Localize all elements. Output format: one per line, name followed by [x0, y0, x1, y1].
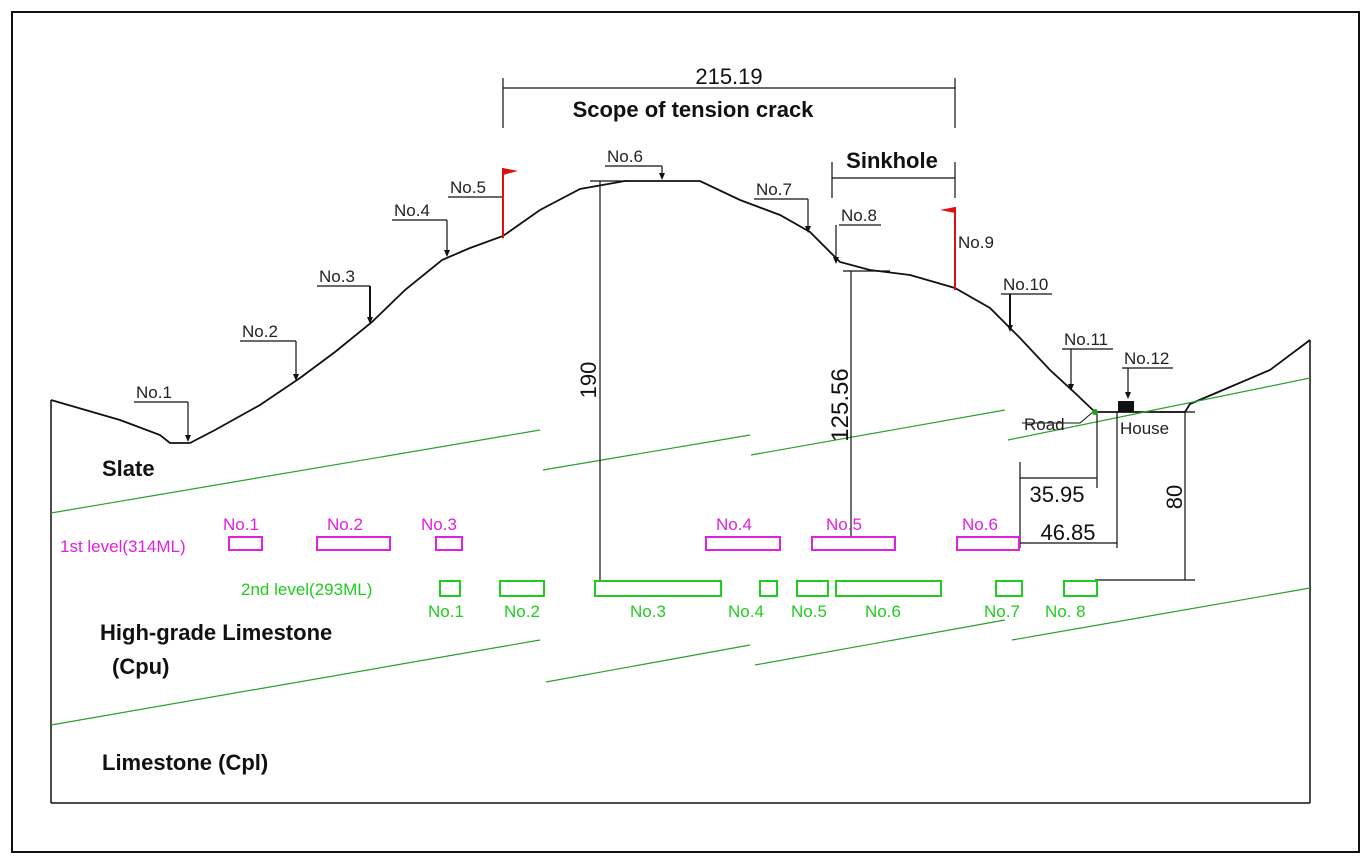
station-label: No.4 — [394, 201, 430, 220]
station-label: No.9 — [958, 233, 994, 252]
station-9: No.9 — [955, 233, 994, 253]
sinkhole-label: Sinkhole — [846, 148, 938, 173]
station-3: No.3 — [317, 267, 373, 324]
geology-slate: Slate — [102, 456, 155, 481]
second-level-opening: No.4 — [728, 580, 778, 621]
second-level-opening-label: No.2 — [504, 602, 540, 621]
station-8: No.8 — [833, 206, 881, 264]
second-level-opening-label: No.6 — [865, 602, 901, 621]
first-level-openings: No.1 No.2 No.3 No.4 No.5 No.6 — [223, 515, 1020, 551]
first-level-opening-label: No.6 — [962, 515, 998, 534]
station-5: No.5 — [448, 178, 503, 198]
dim-190-value: 190 — [576, 362, 601, 399]
first-level-opening: No.5 — [811, 515, 896, 551]
first-level-opening-label: No.4 — [716, 515, 752, 534]
dim-125-value: 125.56 — [827, 368, 854, 441]
first-level-opening-label: No.5 — [826, 515, 862, 534]
flag-no9 — [940, 207, 956, 290]
second-level-opening-label: No.3 — [630, 602, 666, 621]
second-level-opening: No.2 — [499, 580, 545, 621]
dim-horizontal — [1019, 412, 1118, 548]
tension-crack-dimension — [502, 78, 956, 128]
second-level-opening-label: No.4 — [728, 602, 764, 621]
second-level-opening: No. 8 — [1045, 580, 1098, 621]
station-label: No.3 — [319, 267, 355, 286]
station-label: No.8 — [841, 206, 877, 225]
station-12: No.12 — [1122, 349, 1173, 399]
outer-frame — [11, 11, 1360, 853]
flag-no5 — [502, 168, 518, 238]
station-2: No.2 — [240, 322, 299, 381]
dim-190 — [590, 180, 630, 580]
second-level-opening: No.6 — [835, 580, 942, 621]
house-label: House — [1120, 419, 1169, 438]
station-label: No.2 — [242, 322, 278, 341]
bedding-lines — [50, 377, 1311, 726]
geology-high-grade-code: (Cpu) — [112, 654, 169, 679]
first-level-opening: No.4 — [705, 515, 781, 551]
geology-high-grade: High-grade Limestone — [100, 620, 332, 645]
station-4: No.4 — [392, 201, 450, 257]
second-level-openings: No.1 No.2 No.3 No.4 No.5 No.6 No.7 No. 8 — [428, 580, 1098, 621]
second-level-opening: No.3 — [594, 580, 722, 621]
house-icon — [1118, 401, 1134, 412]
first-level-opening: No.1 — [223, 515, 263, 551]
station-7: No.7 — [754, 180, 811, 233]
second-level-opening-label: No.1 — [428, 602, 464, 621]
second-level-opening-label: No.7 — [984, 602, 1020, 621]
road-label: Road — [1024, 415, 1065, 434]
station-6: No.6 — [605, 147, 665, 180]
dim-46-value: 46.85 — [1040, 520, 1095, 545]
tension-crack-label: Scope of tension crack — [573, 97, 815, 122]
second-level-opening-label: No. 8 — [1045, 602, 1086, 621]
dim-35-value: 35.95 — [1029, 482, 1084, 507]
first-level-opening: No.3 — [421, 515, 463, 551]
station-1: No.1 — [134, 383, 191, 442]
road-marker — [1022, 409, 1098, 424]
first-level-opening: No.2 — [316, 515, 391, 551]
first-level-opening-label: No.1 — [223, 515, 259, 534]
station-label: No.6 — [607, 147, 643, 166]
second-level-opening: No.1 — [428, 580, 464, 621]
first-level-opening-label: No.3 — [421, 515, 457, 534]
second-level-opening: No.5 — [791, 580, 829, 621]
first-level-label: 1st level(314ML) — [60, 537, 186, 556]
dim-80-value: 80 — [1162, 485, 1187, 509]
first-level-opening-label: No.2 — [327, 515, 363, 534]
station-11: No.11 — [1062, 330, 1113, 391]
dim-80 — [1095, 411, 1195, 581]
station-10: No.10 — [1001, 275, 1052, 332]
station-label: No.5 — [450, 178, 486, 197]
second-level-label: 2nd level(293ML) — [241, 580, 372, 599]
station-label: No.12 — [1124, 349, 1169, 368]
second-level-opening-label: No.5 — [791, 602, 827, 621]
ground-profile — [50, 180, 1311, 444]
station-label: No.11 — [1064, 330, 1108, 349]
station-label: No.1 — [136, 383, 172, 402]
geology-limestone: Limestone (Cpl) — [102, 750, 268, 775]
first-level-opening: No.6 — [956, 515, 1020, 551]
station-label: No.7 — [756, 180, 792, 199]
dim-125 — [843, 270, 890, 538]
tension-crack-width: 215.19 — [695, 64, 762, 89]
survey-stations: No.1 No.2 No.3 No.4 No.5 No.6No.7No.8No.9No.1… — [134, 147, 1173, 442]
station-label: No.10 — [1003, 275, 1048, 294]
sinkhole-dimension — [831, 162, 956, 198]
second-level-opening: No.7 — [984, 580, 1023, 621]
